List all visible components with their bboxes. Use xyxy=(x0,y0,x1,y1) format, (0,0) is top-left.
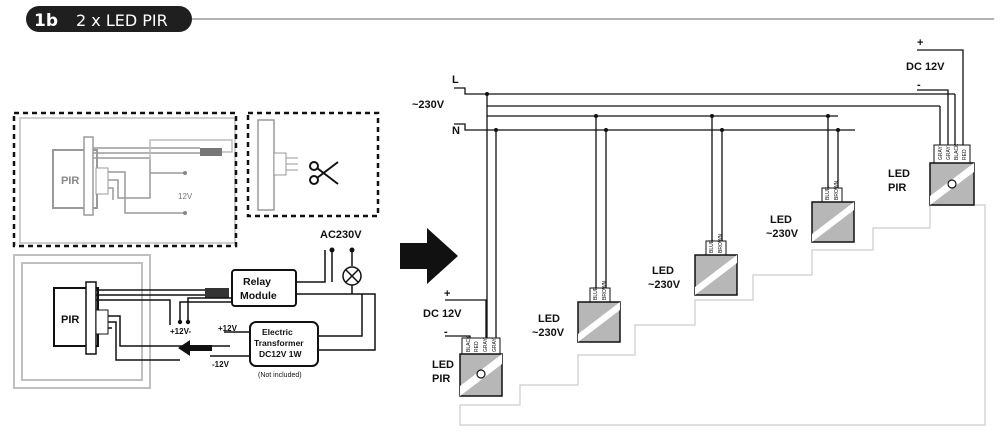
bottom-plus-label: + xyxy=(444,288,450,300)
led-3-label-1: LED xyxy=(770,214,792,226)
relay-label-2: Module xyxy=(240,290,277,302)
led-1-label-2: ~230V xyxy=(532,327,565,339)
big-arrow-icon xyxy=(400,228,458,284)
header-badge: 1b xyxy=(34,11,58,31)
bottom-dc-label: DC 12V xyxy=(423,308,462,320)
header-pill xyxy=(26,6,192,32)
led-pir-bottom-label-2: PIR xyxy=(432,373,450,385)
svg-text:BLUE: BLUE xyxy=(709,239,715,253)
dashed-box-original xyxy=(12,111,238,248)
svg-text:BLACK: BLACK xyxy=(954,143,960,160)
minus12v-label: -12V xyxy=(212,360,230,369)
mains-ac-label: ~230V xyxy=(412,99,445,111)
led-1-label-1: LED xyxy=(538,313,560,325)
relay-supply-label: +12V- xyxy=(170,327,191,336)
pir-sensor-icon xyxy=(947,179,957,189)
not-included-label: (Not included) xyxy=(258,372,302,379)
mains-L-label: L xyxy=(452,74,459,86)
transformer-label-2: Transformer xyxy=(254,338,304,348)
scissors-icon xyxy=(309,161,339,185)
svg-text:BROWN: BROWN xyxy=(602,280,608,300)
led-3-label-2: ~230V xyxy=(766,228,799,240)
lamp-icon xyxy=(342,266,362,286)
svg-text:GRAY: GRAY xyxy=(946,146,952,160)
svg-text:RED: RED xyxy=(962,149,968,160)
led-2-label-2: ~230V xyxy=(648,279,681,291)
bottom-minus-label: - xyxy=(444,326,448,338)
top-dc-label: DC 12V xyxy=(906,61,945,73)
right-diagram: L ~230V N + DC 12V - GRAY GRAY BL xyxy=(412,37,986,426)
lower-frame-outer xyxy=(13,254,151,389)
svg-text:BROWN: BROWN xyxy=(718,233,724,253)
led-pir-bottom-label-1: LED xyxy=(432,359,454,371)
relay-connector xyxy=(205,288,229,298)
led-pir-top-label-1: LED xyxy=(888,168,910,180)
plus12v-label: +12V xyxy=(218,324,238,333)
transformer-label-3: DC12V 1W xyxy=(259,349,302,359)
pir-label-faded: PIR xyxy=(61,175,79,187)
relay-module xyxy=(231,269,297,307)
lower-frame-inner xyxy=(21,262,143,381)
arrow-left-icon xyxy=(178,340,212,356)
svg-text:GRAY: GRAY xyxy=(938,146,944,160)
header-title: 2 x LED PIR xyxy=(76,11,168,30)
pir-label: PIR xyxy=(61,314,79,326)
led-pir-top-unit: GRAY GRAY BLACK RED xyxy=(929,143,975,206)
svg-text:BLUE: BLUE xyxy=(825,186,831,200)
led-unit-1: BLUE BROWN xyxy=(577,280,621,343)
svg-text:BLUE: BLUE xyxy=(593,286,599,300)
v12-label-faded: 12V xyxy=(178,192,193,201)
section-header: 1b 2 x LED PIR xyxy=(26,6,994,32)
transformer xyxy=(249,321,319,367)
svg-text:BROWN: BROWN xyxy=(834,180,840,200)
svg-text:GRAY: GRAY xyxy=(483,338,489,352)
top-plus-label: + xyxy=(917,37,923,49)
dashed-box-cut xyxy=(246,111,380,218)
mains-N-label: N xyxy=(452,125,460,137)
relay-label-1: Relay xyxy=(243,276,271,288)
svg-text:BLACK: BLACK xyxy=(466,335,472,352)
ac-label: AC230V xyxy=(320,229,362,241)
transformer-label-1: Electric xyxy=(262,327,293,337)
led-2-label-1: LED xyxy=(652,265,674,277)
left-diagram: PIR 12V PIR Relay Module xyxy=(12,111,380,389)
led-pir-top-label-2: PIR xyxy=(888,182,906,194)
pir-cut-module xyxy=(257,119,275,211)
svg-text:GRAY: GRAY xyxy=(492,338,498,352)
top-minus-label: - xyxy=(917,79,921,91)
led-unit-3: BLUE BROWN xyxy=(811,180,855,243)
led-pir-bottom-unit: BLACK RED GRAY GRAY xyxy=(459,335,503,397)
led-unit-2: BLUE BROWN xyxy=(694,233,738,296)
pir-sensor-icon-bottom xyxy=(476,369,486,379)
svg-text:RED: RED xyxy=(474,341,480,352)
